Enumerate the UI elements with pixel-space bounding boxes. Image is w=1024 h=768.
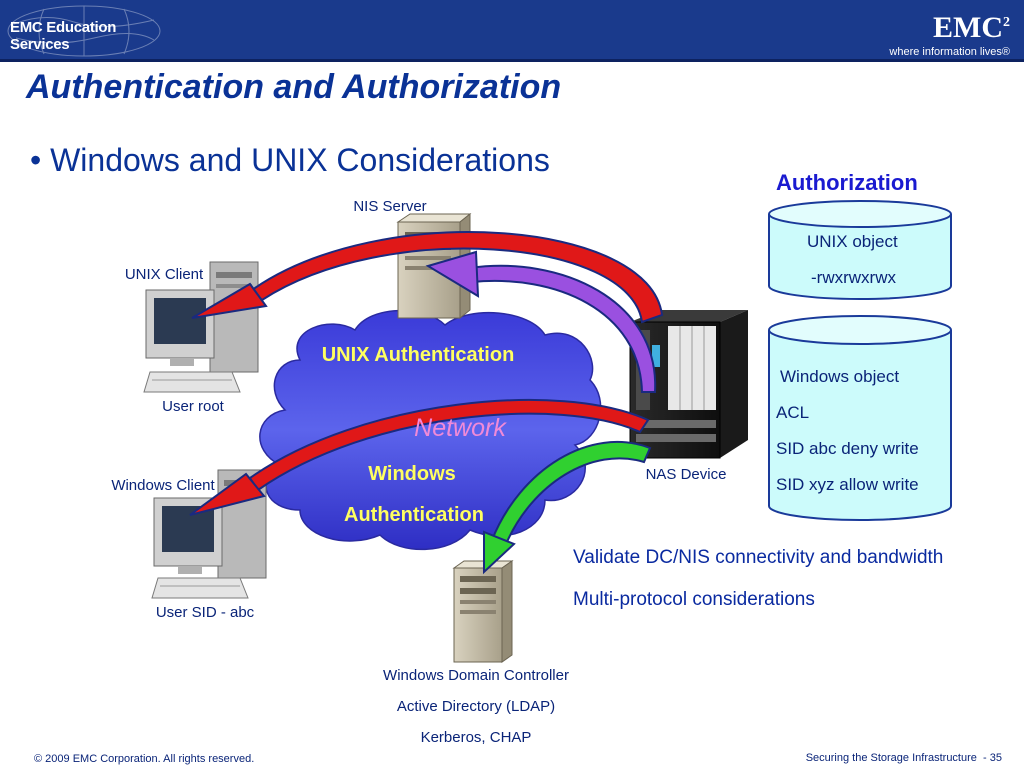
unix-client-label: UNIX Client xyxy=(124,266,204,283)
slide-title: Authentication and Authorization xyxy=(26,68,562,106)
nas-device-icon xyxy=(629,310,748,459)
windows-auth-line2: Authentication xyxy=(344,504,484,526)
domain-lookup-arrow xyxy=(483,441,652,575)
header-underline xyxy=(0,59,1024,62)
copyright-footer: © 2009 EMC Corporation. All rights reser… xyxy=(34,753,255,765)
unix-object-cylinder xyxy=(768,200,952,300)
active-directory-label: Active Directory (LDAP) xyxy=(396,698,556,715)
course-name: Securing the Storage Infrastructure xyxy=(805,752,977,764)
user-sid-label: User SID - abc xyxy=(155,604,255,621)
domain-controller-label: Windows Domain Controller xyxy=(383,667,569,684)
emc-logo: EMC2 where information lives® xyxy=(889,8,1010,59)
header-bar: EMC Education Services EMC2 where inform… xyxy=(0,0,1024,62)
course-footer: Securing the Storage Infrastructure - 35 xyxy=(806,752,1002,764)
network-label: Network xyxy=(414,414,506,442)
education-services-logo: EMC Education Services xyxy=(4,4,164,58)
education-services-text: EMC Education Services xyxy=(10,19,117,53)
unix-object-label: UNIX object xyxy=(807,232,898,251)
sid-xyz-allow-label: SID xyz allow write xyxy=(776,475,919,494)
emc-tagline: where information lives xyxy=(889,46,1002,58)
domain-controller-icon xyxy=(452,560,514,663)
sid-abc-deny-label: SID abc deny write xyxy=(776,439,919,458)
registered-mark: ® xyxy=(1001,46,1010,58)
windows-object-label: Windows object xyxy=(780,367,900,386)
unix-authentication-label: UNIX Authentication xyxy=(321,344,515,366)
multi-protocol-note: Multi-protocol considerations xyxy=(573,589,815,610)
emc-brand: EMC xyxy=(933,11,1003,44)
windows-client-label: Windows Client xyxy=(111,477,215,494)
connectivity-note: Validate DC/NIS connectivity and bandwid… xyxy=(573,547,944,568)
windows-auth-line1: Windows xyxy=(368,463,456,485)
authorization-heading: Authorization xyxy=(776,170,918,195)
user-root-label: User root xyxy=(162,398,224,415)
bullet-point: • Windows and UNIX Considerations xyxy=(30,142,550,178)
windows-object-cylinder xyxy=(768,315,952,521)
unix-permissions-label: -rwxrwxrwx xyxy=(811,268,896,287)
nas-device-label: NAS Device xyxy=(645,466,727,483)
emc-superscript: 2 xyxy=(1003,15,1010,30)
unix-auth-arrow xyxy=(191,231,664,324)
windows-auth-arrow xyxy=(189,398,650,516)
acl-label: ACL xyxy=(776,403,810,422)
nis-lookup-arrow xyxy=(425,250,657,393)
globe-watermark-icon xyxy=(7,5,161,57)
unix-client-computer-icon xyxy=(143,261,259,393)
kerberos-chap-label: Kerberos, CHAP xyxy=(420,729,532,746)
page-number: - 35 xyxy=(983,752,1002,764)
nis-server-label: NIS Server xyxy=(353,198,427,215)
